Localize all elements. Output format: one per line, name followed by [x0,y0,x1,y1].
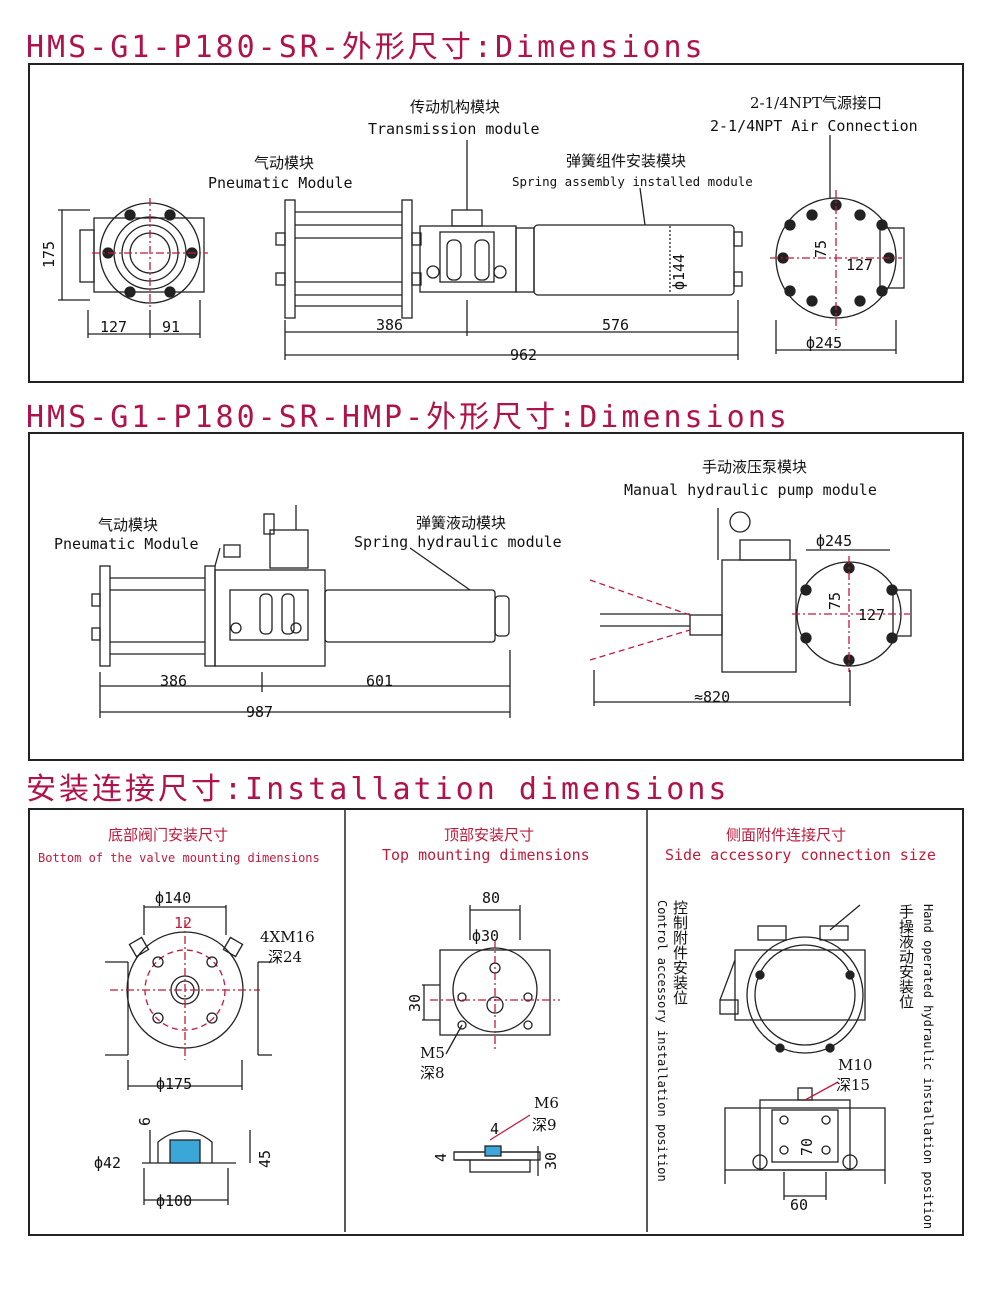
p1-air-cn: 2-1/4NPT气源接口 [750,94,882,112]
p3b-dim-4b: 4 [432,1153,450,1162]
p1-transmission-en: Transmission module [368,120,540,138]
panel3b-labels: 顶部安装尺寸 Top mounting dimensions 80 ф30 30… [382,826,590,1170]
p2-dim-phi245: ф245 [816,532,852,550]
p1-dim-91: 91 [162,318,180,336]
panel-installation [28,808,964,1236]
p3b-dim-4: 4 [490,1120,499,1138]
p3a-dim-phi140: ф140 [155,889,191,907]
p3c-title-en: Side accessory connection size [665,846,936,864]
panel3b-drawing [422,905,560,1176]
p1-air-en: 2-1/4NPT Air Connection [710,117,918,135]
p3c-left-en: Control accessory installation position [655,900,669,1182]
p3c-right-en: Hand operated hydraulic installation pos… [921,904,935,1229]
p1-dim-phi245: ф245 [806,334,842,352]
title-dimensions-sr: HMS-G1-P180-SR-外形尺寸:Dimensions [26,30,706,65]
title-dimensions-sr-hmp: HMS-G1-P180-SR-HMP-外形尺寸:Dimensions [26,400,790,435]
panel3a-labels: 底部阀门安装尺寸 Bottom of the valve mounting di… [38,826,320,1210]
p1-end-view-left [58,198,208,338]
p2-pneumatic-cn: 气动模块 [98,516,158,534]
p1-dim-phi144: ф144 [670,254,688,290]
p1-dim-576: 576 [602,316,629,334]
panel1-drawing [58,135,905,360]
p1-spring-cn: 弹簧组件安装模块 [566,152,686,170]
panel2-labels: 气动模块 Pneumatic Module 弹簧液动模块 Spring hydr… [54,458,885,721]
p3b-dim-80: 80 [482,889,500,907]
p3a-dim-phi175: ф175 [156,1075,192,1093]
p1-dim-127b: 127 [846,256,873,274]
p3c-right-cn: 手操液动安装位 [897,904,915,1009]
p2-pump-cn: 手动液压泵模块 [702,458,807,476]
p1-pneumatic-en: Pneumatic Module [208,174,353,192]
p1-dim-127: 127 [100,318,127,336]
p3a-dim-phi42: ф42 [94,1154,121,1172]
p2-spring-en: Spring hydraulic module [354,533,562,551]
p3b-title-en: Top mounting dimensions [382,846,590,864]
panel2-drawing [91,505,912,718]
p3b-dim-30b: 30 [542,1152,560,1170]
p2-pneumatic-en: Pneumatic Module [54,535,199,553]
p3a-dim-45: 45 [256,1150,274,1168]
panel1-labels: 传动机构模块 Transmission module 气动模块 Pneumati… [40,94,918,364]
p1-spring-en: Spring assembly installed module [512,174,753,189]
p3c-left-cn: 控制附件安装位 [671,900,689,1005]
panel3c-labels: 侧面附件连接尺寸 Side accessory connection size … [655,826,936,1229]
p3a-thread: 4XM16 [260,928,315,946]
p2-pump-en: Manual hydraulic pump module [624,481,877,499]
p1-side-view [275,140,743,360]
p3a-title-cn: 底部阀门安装尺寸 [108,826,228,844]
p3b-dim-30: 30 [406,994,424,1012]
p2-dim-987: 987 [246,703,273,721]
p3b-dim-phi30: ф30 [472,927,499,945]
p2-dim-820: ≈820 [694,688,730,706]
p3b-depth2: 深9 [532,1116,557,1134]
p1-dim-962: 962 [510,346,537,364]
panel-sr-dimensions [28,63,964,383]
p3c-dim-60: 60 [790,1196,808,1214]
p3b-title-cn: 顶部安装尺寸 [444,826,534,844]
p3c-thread: M10 [838,1056,872,1074]
p3c-dim-70: 70 [798,1138,816,1156]
p1-transmission-cn: 传动机构模块 [410,98,500,116]
p1-pneumatic-cn: 气动模块 [254,154,314,172]
panel3-dividers [344,808,648,1232]
p1-dim-75: 75 [812,240,830,258]
p3a-depth: 深24 [268,948,302,966]
p3a-dim-6: 6 [136,1117,154,1126]
p3b-thread: M5 [420,1044,445,1062]
p2-spring-cn: 弹簧液动模块 [416,514,506,532]
panel3a-drawing [105,905,272,1205]
p2-dim-75: 75 [826,592,844,610]
p3a-dim-12: 12 [174,914,192,932]
p3b-depth: 深8 [420,1064,445,1082]
p2-dim-601: 601 [366,672,393,690]
p1-dim-175: 175 [40,241,58,268]
p2-dim-127: 127 [858,606,885,624]
p3a-dim-phi100: ф100 [156,1192,192,1210]
p3a-title-en: Bottom of the valve mounting dimensions [38,851,320,865]
p3c-depth: 深15 [836,1076,870,1094]
panel3c-drawing [719,904,886,1200]
p3b-thread2: M6 [534,1094,559,1112]
p3c-title-cn: 侧面附件连接尺寸 [726,826,846,844]
p1-end-view-right [770,135,905,354]
p2-dim-386: 386 [160,672,187,690]
p1-dim-386: 386 [376,316,403,334]
title-installation-dimensions: 安装连接尺寸:Installation dimensions [26,772,730,807]
